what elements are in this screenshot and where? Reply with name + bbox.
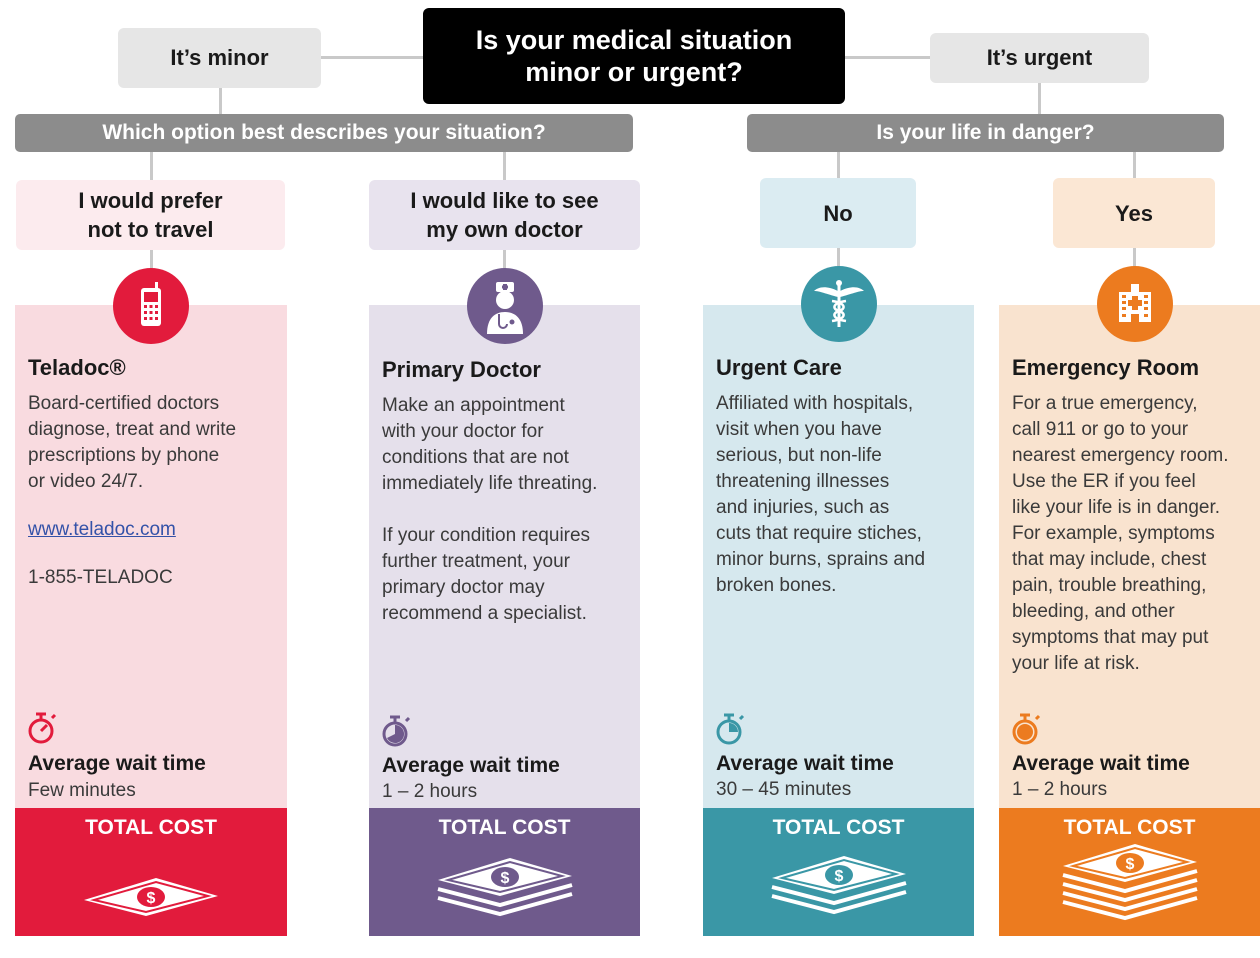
bill-seal <box>490 867 519 887</box>
connector-line <box>1038 83 1041 114</box>
option-description: Board-certified doctors diagnose, treat … <box>28 393 237 492</box>
bill-edge <box>437 883 573 908</box>
doctor-icon <box>467 268 543 344</box>
stopwatch-icon <box>28 712 57 744</box>
emergency-room-cost-block: TOTAL COST $ <box>999 808 1260 936</box>
bill-edge <box>1062 869 1198 894</box>
option-title: Primary Doctor <box>382 357 541 382</box>
connector-line <box>219 88 222 114</box>
mobile-phone-icon <box>113 268 189 344</box>
bill-border <box>443 860 566 894</box>
wait-time-label: Average wait time <box>28 752 206 775</box>
total-cost-label: TOTAL COST <box>772 816 905 839</box>
dollar-sign-icon: $ <box>147 890 156 907</box>
connector-line <box>503 152 506 180</box>
option-description: For a true emergency, call 911 or go to … <box>1012 393 1229 674</box>
connector-line <box>150 250 153 270</box>
total-cost-label: TOTAL COST <box>1063 816 1196 839</box>
primary-doctor-cost-block: TOTAL COST $ <box>369 808 640 936</box>
wait-time-value: 1 – 2 hours <box>1012 779 1108 800</box>
choice-no: No <box>760 178 916 248</box>
bill-edge <box>1062 896 1198 921</box>
wait-time-value: 30 – 45 minutes <box>716 779 852 800</box>
emergency-room-column: Emergency Room For a true emergency, cal… <box>999 305 1260 808</box>
option-description: Affiliated with hospitals, visit when yo… <box>716 393 926 596</box>
wait-time-label: Average wait time <box>1012 752 1190 775</box>
option-title: Emergency Room <box>1012 355 1200 380</box>
bill-seal <box>824 865 853 885</box>
money-stack-icon: $ <box>771 856 907 915</box>
primary-doctor-column: Primary Doctor Make an appointment with … <box>369 305 640 808</box>
choice-prefer-not-travel: I would prefer not to travel <box>16 180 285 250</box>
bill-edge <box>1062 887 1198 912</box>
teladoc-cost-block: TOTAL COST $ <box>15 808 287 936</box>
option-title: Teladoc® <box>28 355 126 380</box>
total-cost-label: TOTAL COST <box>85 816 217 839</box>
bill-edge <box>1062 878 1198 903</box>
choice-yes: Yes <box>1053 178 1215 248</box>
money-stack-icon: $ <box>84 878 218 916</box>
hospital-icon <box>1097 266 1173 342</box>
total-cost-label: TOTAL COST <box>438 816 571 839</box>
stopwatch-icon <box>1012 713 1041 745</box>
bill-edge <box>771 890 907 915</box>
wait-time-value: 1 – 2 hours <box>382 781 478 802</box>
teladoc-website-link[interactable]: www.teladoc.com <box>28 519 176 540</box>
bill-edge <box>771 881 907 906</box>
main-question-title: Is your medical situation minor or urgen… <box>423 8 845 104</box>
bill-edge <box>437 892 573 917</box>
connector-line <box>837 152 840 180</box>
connector-line <box>837 248 840 268</box>
connector-line <box>1133 248 1136 268</box>
urgent-branch-label: It’s urgent <box>930 33 1149 83</box>
minor-branch-label: It’s minor <box>118 28 321 88</box>
wait-time-label: Average wait time <box>382 754 560 777</box>
bill-border <box>90 880 212 914</box>
wait-time-label: Average wait time <box>716 752 894 775</box>
connector-line <box>845 56 931 59</box>
dollar-sign-icon: $ <box>834 868 843 885</box>
bill-seal <box>137 887 165 907</box>
teladoc-column: Teladoc® Board-certified doctors diagnos… <box>15 305 287 808</box>
teladoc-phone-number: 1-855-TELADOC <box>28 567 173 588</box>
minor-situation-question: Which option best describes your situati… <box>15 114 633 152</box>
bill-seal <box>1115 853 1144 873</box>
connector-line <box>1133 152 1136 180</box>
connector-line <box>503 250 506 270</box>
stopwatch-icon <box>716 713 745 745</box>
option-description: Make an appointment with your doctor for… <box>382 395 598 624</box>
connector-line <box>320 56 424 59</box>
bill-border <box>1068 846 1191 880</box>
caduceus-icon <box>801 266 877 342</box>
choice-see-own-doctor: I would like to see my own doctor <box>369 180 640 250</box>
stopwatch-icon <box>382 715 411 747</box>
urgent-care-cost-block: TOTAL COST $ <box>703 808 974 936</box>
bill-border <box>777 858 900 892</box>
dollar-sign-icon: $ <box>500 870 509 887</box>
money-stack-icon: $ <box>1062 844 1198 921</box>
life-danger-question: Is your life in danger? <box>747 114 1224 152</box>
option-title: Urgent Care <box>716 355 842 380</box>
money-stack-icon: $ <box>437 858 573 917</box>
wait-time-value: Few minutes <box>28 780 136 801</box>
urgent-care-column: Urgent Care Affiliated with hospitals, v… <box>703 305 974 808</box>
dollar-sign-icon: $ <box>1125 856 1134 873</box>
connector-line <box>150 152 153 180</box>
